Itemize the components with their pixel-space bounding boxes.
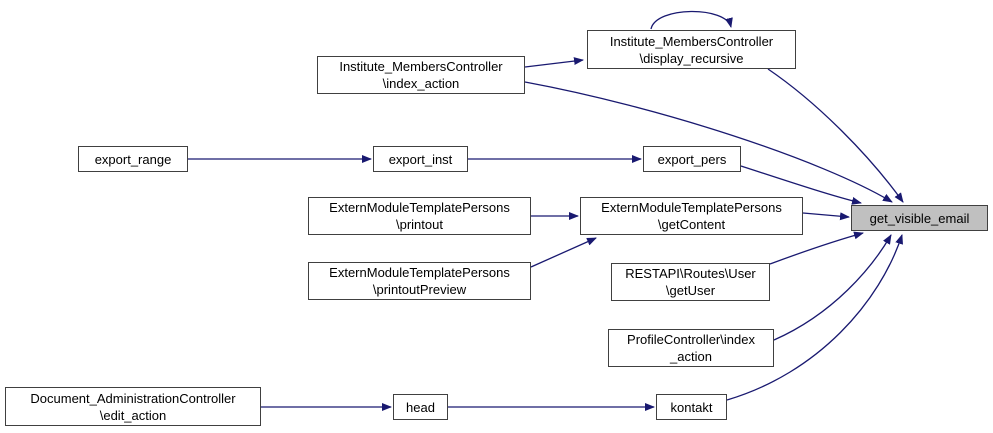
node-export-range[interactable]: export_range [78,146,188,172]
edge-profile-index-action-to-get-visible-email [773,234,892,341]
node-export-inst[interactable]: export_inst [373,146,468,172]
edge-display-recursive-to-get-visible-email [767,68,904,203]
edge-printout-preview-to-get-content [530,237,597,268]
node-kontakt[interactable]: kontakt [656,394,727,420]
edge-index-action-to-get-visible-email [524,81,893,203]
node-export-pers[interactable]: export_pers [643,146,741,172]
node-get-visible-email: get_visible_email [851,205,988,231]
edge-index-action-to-display-recursive [524,57,584,68]
edge-display-recursive-self-loop [650,10,733,30]
node-institute-members-index-action[interactable]: Institute_MembersController \index_actio… [317,56,525,94]
node-profile-controller-index-action[interactable]: ProfileController\index _action [608,329,774,367]
edge-get-user-to-get-visible-email [769,231,864,265]
node-head[interactable]: head [393,394,448,420]
edge-export-pers-to-get-visible-email [740,165,862,205]
edge-kontakt-to-get-visible-email [726,234,903,401]
node-institute-members-display-recursive[interactable]: Institute_MembersController \display_rec… [587,30,796,69]
node-document-administration-edit-action[interactable]: Document_AdministrationController \edit_… [5,387,261,426]
node-extern-module-template-persons-get-content[interactable]: ExternModuleTemplatePersons \getContent [580,197,803,235]
edge-get-content-to-get-visible-email [802,212,850,221]
node-extern-module-template-persons-printout-preview[interactable]: ExternModuleTemplatePersons \printoutPre… [308,262,531,300]
node-extern-module-template-persons-printout[interactable]: ExternModuleTemplatePersons \printout [308,197,531,235]
node-restapi-routes-user-get-user[interactable]: RESTAPI\Routes\User \getUser [611,263,770,301]
